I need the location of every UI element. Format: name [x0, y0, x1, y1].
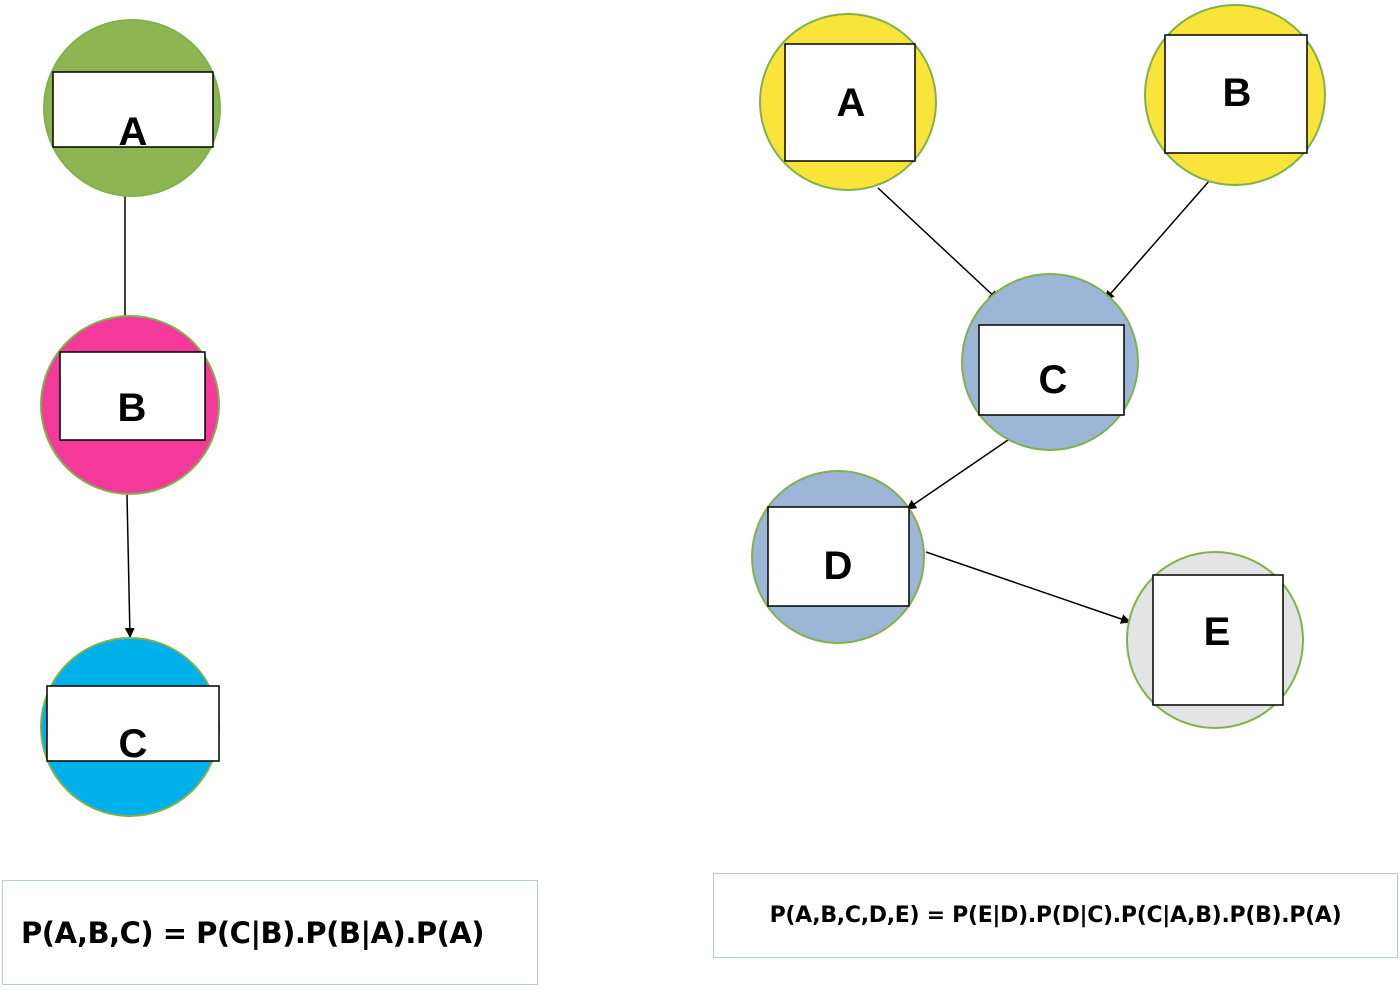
joint-probability-formula-left: P(A,B,C) = P(C|B).P(B|A).P(A) [2, 880, 538, 985]
right-edge-b-to-c [1104, 179, 1211, 301]
right-node-c-label: C [1039, 358, 1068, 402]
left-node-a-label-box [52, 71, 214, 148]
right-node-b-label: B [1223, 71, 1252, 115]
formula-right-text: P(A,B,C,D,E) = P(E|D).P(D|C).P(C|A,B).P(… [769, 903, 1342, 928]
right-node-a-label-box [784, 43, 916, 162]
left-node-a-label: A [119, 110, 148, 154]
left-edge-b-to-c [124, 494, 135, 638]
left-node-c-label: C [119, 722, 148, 766]
right-node-c-label-box [978, 324, 1125, 416]
left-node-b-label-box [59, 351, 206, 441]
right-edge-a-to-c [877, 187, 999, 301]
right-edge-d-to-e [925, 551, 1131, 624]
right-edge-c-to-d [906, 439, 1009, 510]
right-node-e: E [1126, 551, 1304, 729]
right-node-a-label: A [837, 81, 866, 125]
joint-probability-formula-right: P(A,B,C,D,E) = P(E|D).P(D|C).P(C|A,B).P(… [713, 873, 1398, 958]
right-node-b-label-box [1164, 34, 1308, 154]
left-node-b: B [40, 315, 220, 495]
left-node-c-label-box [46, 685, 220, 762]
right-node-e-label: E [1204, 610, 1231, 654]
right-node-d-label: D [824, 544, 853, 588]
right-node-d-label-box [767, 506, 910, 607]
right-node-d: D [751, 470, 925, 644]
right-node-a: A [759, 13, 937, 191]
right-node-b: B [1144, 4, 1326, 186]
left-node-c: C [40, 637, 220, 817]
left-node-a: A [43, 19, 221, 197]
right-node-c: C [961, 273, 1139, 451]
formula-left-text: P(A,B,C) = P(C|B).P(B|A).P(A) [21, 915, 485, 950]
right-node-e-label-box [1152, 574, 1284, 706]
left-node-b-label: B [118, 386, 147, 430]
